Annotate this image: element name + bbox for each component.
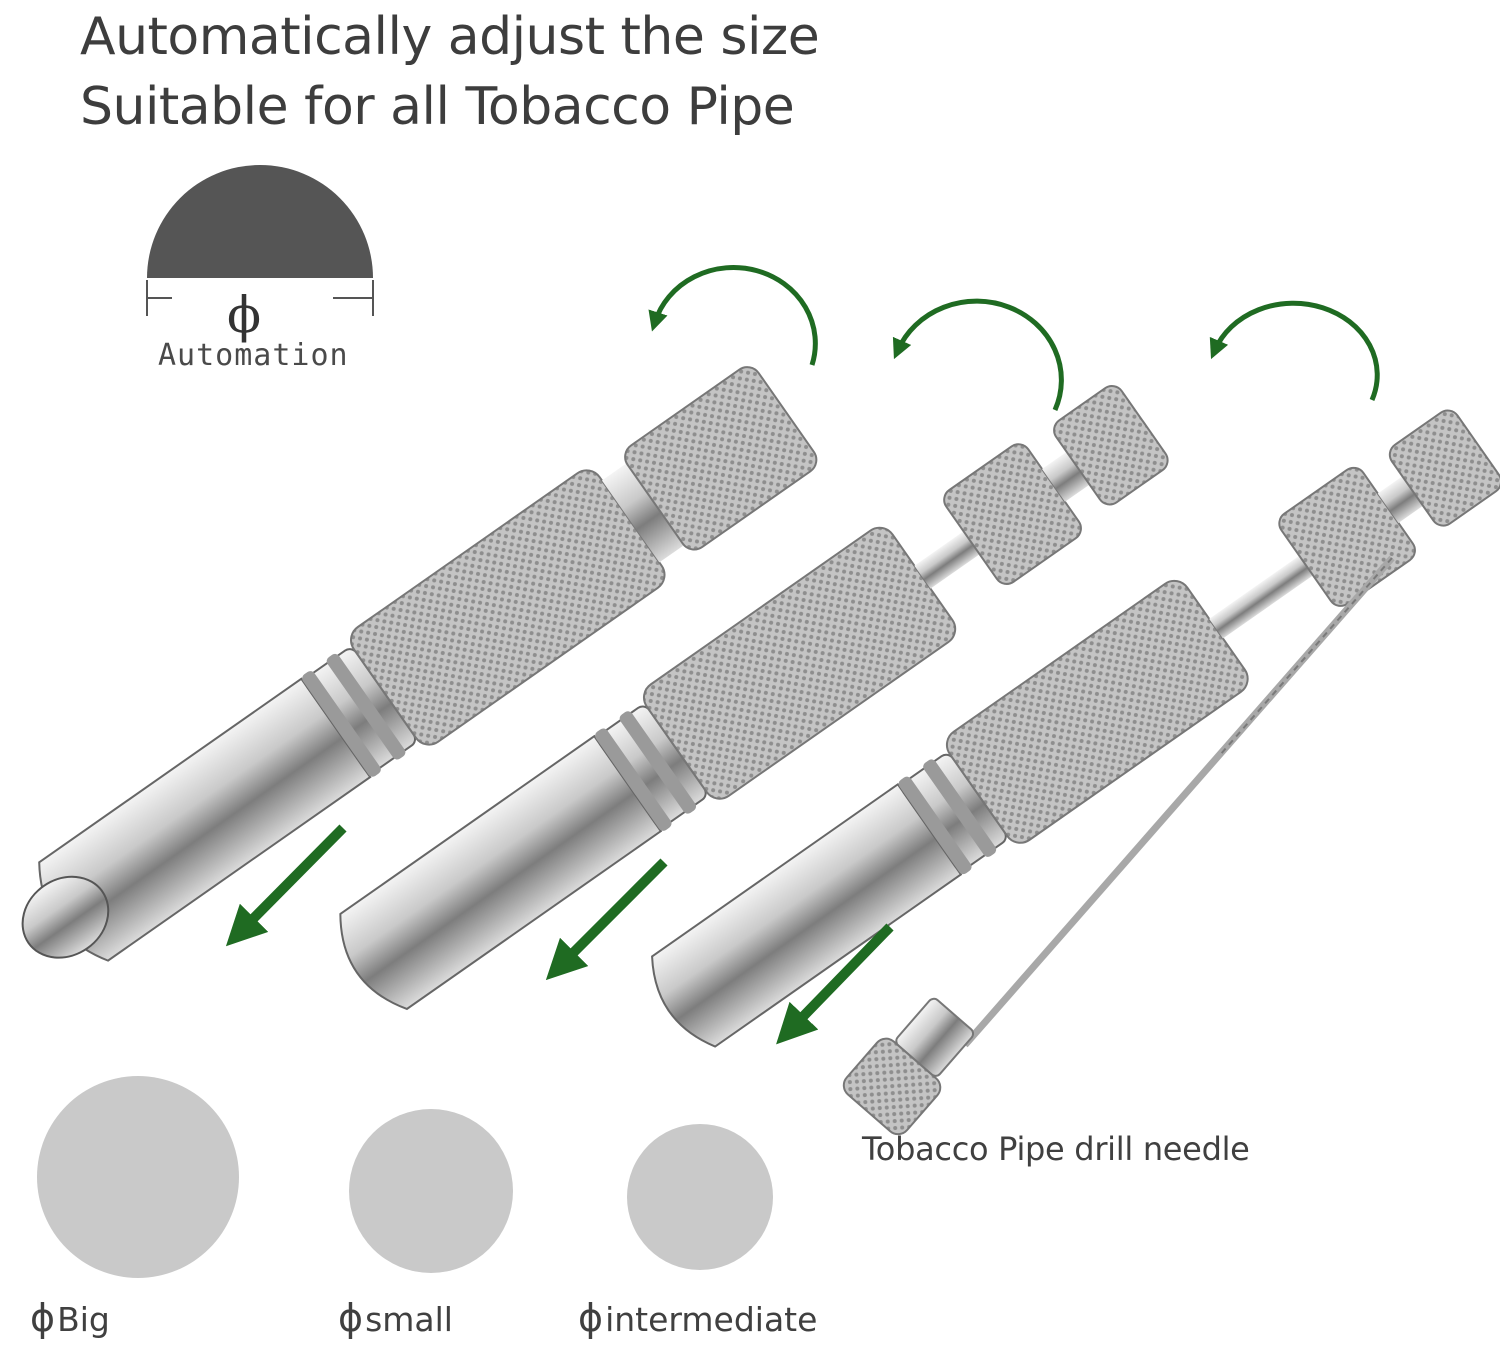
- push-arrow-3-icon: [776, 923, 894, 1045]
- diameter-icon: ϕ: [30, 1296, 56, 1340]
- diameter-symbol: ϕ: [227, 286, 261, 344]
- headline-line-2: Suitable for all Tobacco Pipe: [80, 77, 795, 137]
- size-label-big: ϕBig: [30, 1296, 110, 1340]
- pin-vise-tool-2: [339, 385, 1169, 1011]
- push-arrow-2-icon: [545, 858, 668, 981]
- rotate-arrow-3-icon: [1209, 300, 1380, 401]
- semicircle-shape: [147, 165, 373, 278]
- automation-diagram: ϕ: [146, 165, 374, 344]
- rotate-arrow-1-icon: [648, 265, 818, 366]
- headline: Automatically adjust the size Suitable f…: [80, 2, 820, 142]
- size-text: Big: [57, 1300, 110, 1339]
- diameter-icon: ϕ: [338, 1296, 364, 1340]
- rotate-arrow-2-icon: [892, 298, 1064, 412]
- push-arrow-1-icon: [225, 824, 347, 947]
- drill-needle: [842, 555, 1395, 1136]
- diameter-icon: ϕ: [578, 1296, 604, 1340]
- size-label-small: ϕsmall: [338, 1296, 453, 1340]
- automation-label: Automation: [158, 338, 349, 373]
- size-circle-intermediate: [627, 1124, 773, 1270]
- needle-caption: Tobacco Pipe drill needle: [862, 1130, 1250, 1168]
- size-text: intermediate: [605, 1300, 818, 1339]
- size-circle-big: [37, 1076, 239, 1278]
- headline-line-1: Automatically adjust the size: [80, 7, 820, 67]
- pin-vise-tool-1: [21, 366, 818, 962]
- size-text: small: [365, 1300, 453, 1339]
- size-circle-small: [349, 1109, 513, 1273]
- size-label-intermediate: ϕintermediate: [578, 1296, 817, 1340]
